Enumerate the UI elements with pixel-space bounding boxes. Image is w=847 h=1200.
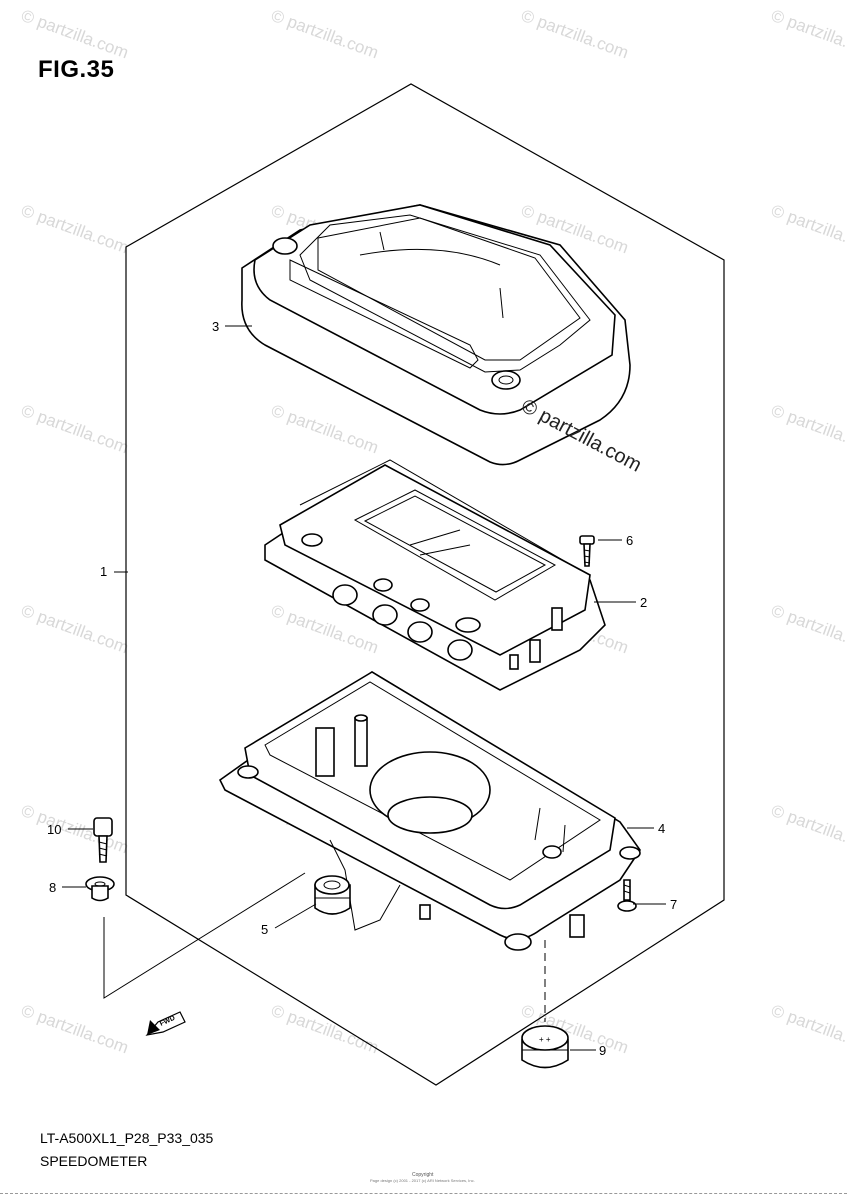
svg-text:+ +: + + <box>539 1035 551 1044</box>
assembly-boundary <box>125 83 725 1086</box>
part-2-meter <box>264 459 606 691</box>
callout-2: 2 <box>640 595 647 610</box>
watermark: © partzilla.com <box>519 6 631 62</box>
callout-7: 7 <box>670 897 677 912</box>
watermark: © partzilla.com <box>769 801 847 857</box>
copyright-label: Copyright <box>412 1172 434 1178</box>
watermark: © partzilla.com <box>769 6 847 62</box>
leader-lines <box>62 325 666 1051</box>
callout-1: 1 <box>100 564 107 579</box>
callout-6: 6 <box>626 533 633 548</box>
watermark: © partzilla.com <box>269 1001 381 1057</box>
callout-9: 9 <box>599 1043 606 1058</box>
bracket-line <box>103 872 306 999</box>
watermark: © partzilla.com <box>769 1001 847 1057</box>
diagram-title: SPEEDOMETER <box>40 1153 148 1169</box>
callout-4: 4 <box>658 821 665 836</box>
fwd-arrow-icon: FWD <box>145 1011 186 1036</box>
watermark: © partzilla.com <box>269 401 381 457</box>
page-bottom-rule <box>0 1193 847 1194</box>
watermark: © partzilla.com <box>19 1001 131 1057</box>
model-code: LT-A500XL1_P28_P33_035 <box>40 1130 214 1146</box>
callout-10: 10 <box>47 822 61 837</box>
part-4-case <box>218 671 641 951</box>
part-3-cover <box>241 204 631 466</box>
part-5-grommet <box>314 875 351 915</box>
part-8-collar <box>85 876 115 902</box>
watermark: © partzilla.com <box>19 601 131 657</box>
part-10-bolt <box>93 817 113 863</box>
figure-label: FIG.35 <box>38 56 115 83</box>
part-6-screw <box>579 535 595 567</box>
callout-5: 5 <box>261 922 268 937</box>
watermark: © partzilla.com <box>19 6 131 62</box>
callout-3: 3 <box>212 319 219 334</box>
watermark: © partzilla.com <box>269 6 381 62</box>
watermark: © partzilla.com <box>19 201 131 257</box>
watermark: © partzilla.com <box>769 601 847 657</box>
callout-8: 8 <box>49 880 56 895</box>
part-7-screw <box>617 879 637 912</box>
copyright-text: Page design (c) 2001 - 2017 (c) ARI Netw… <box>370 1178 475 1183</box>
watermark: © partzilla.com <box>769 401 847 457</box>
watermark: © partzilla.com <box>769 201 847 257</box>
watermark: © partzilla.com <box>19 401 131 457</box>
part-9-mount: + + <box>521 1025 569 1069</box>
